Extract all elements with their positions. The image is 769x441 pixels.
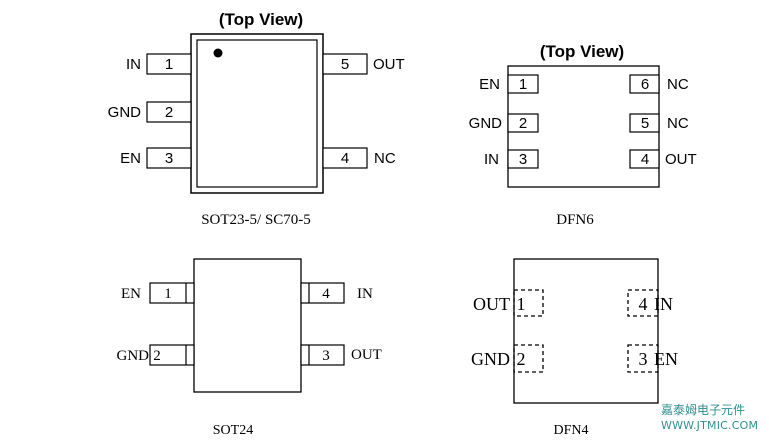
pin-name: GND xyxy=(469,115,503,132)
pin-name: IN xyxy=(484,151,499,168)
pin-name: OUT xyxy=(665,151,697,168)
dfn6-pin-2: 2 GND xyxy=(469,113,539,133)
pin-name: GND xyxy=(117,348,150,364)
sot24-pin-3: 3 OUT xyxy=(300,344,382,366)
pin-name: GND xyxy=(471,349,510,369)
sot23-pin-1: 1 IN xyxy=(126,53,192,75)
pin-pad xyxy=(322,147,368,169)
sot23-package: (Top View) 1 IN 2 GND 3 EN 5 OUT 4 xyxy=(108,10,405,228)
pin-name: OUT xyxy=(351,347,382,363)
dfn4-package: 1 OUT 2 GND 4 IN 3 EN DFN4 xyxy=(471,258,678,438)
sot24-pin-4: 4 IN xyxy=(300,282,373,304)
dfn6-package: (Top View) 1 EN 2 GND 3 IN 6 NC 5 NC xyxy=(469,42,697,228)
dfn6-view-label: (Top View) xyxy=(540,42,624,61)
pin-name: NC xyxy=(667,76,689,93)
pin-name: IN xyxy=(357,286,373,302)
pin-number: 3 xyxy=(165,150,173,167)
pin-pad xyxy=(513,289,544,317)
pin-pad xyxy=(300,344,345,366)
watermark-url: WWW.JTMIC.COM xyxy=(661,419,759,432)
pin-number: 6 xyxy=(641,76,649,93)
pin-pad xyxy=(507,74,539,94)
pin-number: 2 xyxy=(519,115,527,132)
sot23-pin-5: 5 OUT xyxy=(322,53,405,75)
pin-name: OUT xyxy=(373,56,405,73)
pin-number: 1 xyxy=(165,56,173,73)
pin-number: 1 xyxy=(517,294,526,314)
sot23-caption: SOT23-5/ SC70-5 xyxy=(201,212,311,228)
pin-number: 5 xyxy=(641,115,649,132)
pin-pad xyxy=(149,344,195,366)
pin-pad xyxy=(629,74,660,94)
pin-name: OUT xyxy=(473,294,510,314)
pin-name: EN xyxy=(654,349,678,369)
sot23-pin-3: 3 EN xyxy=(120,147,192,169)
pin-name: NC xyxy=(374,150,396,167)
dfn6-pin-4: 4 OUT xyxy=(629,149,697,169)
pin-number: 1 xyxy=(164,286,172,302)
dfn6-caption: DFN6 xyxy=(556,212,594,228)
pin-number: 4 xyxy=(322,286,330,302)
pin-name: EN xyxy=(120,150,141,167)
sot23-view-label: (Top View) xyxy=(219,10,303,29)
pin-number: 3 xyxy=(639,349,648,369)
pin-number: 3 xyxy=(322,348,330,364)
pin-pad xyxy=(146,101,192,123)
pin-number: 5 xyxy=(341,56,349,73)
pin-name: GND xyxy=(108,104,142,121)
dfn4-pin-2: 2 GND xyxy=(471,344,544,373)
dfn4-pin-3: 3 EN xyxy=(627,344,678,373)
pin-pad xyxy=(322,53,368,75)
pin-name: IN xyxy=(126,56,141,73)
sot24-body xyxy=(193,258,302,393)
pin-number: 4 xyxy=(639,294,648,314)
pin-name: NC xyxy=(667,115,689,132)
pin-number: 1 xyxy=(519,76,527,93)
dfn6-pin-6: 6 NC xyxy=(629,74,689,94)
pin-number: 2 xyxy=(153,348,161,364)
dfn6-pin-1: 1 EN xyxy=(479,74,539,94)
pin-pad xyxy=(513,344,544,373)
sot23-pin-4: 4 NC xyxy=(322,147,396,169)
watermark-cn: 嘉泰姆电子元件 xyxy=(661,403,746,417)
pin-pad xyxy=(627,344,659,373)
dfn6-pin-5: 5 NC xyxy=(629,113,689,133)
pin-pad xyxy=(146,147,192,169)
sot24-package: 1 EN 2 GND 4 IN 3 OUT SOT24 xyxy=(117,258,382,438)
dfn4-pin-4: 4 IN xyxy=(627,289,673,317)
pin-pad xyxy=(507,149,539,169)
dfn6-pin-3: 3 IN xyxy=(484,149,539,169)
pin-pad xyxy=(146,53,192,75)
sot24-pin-2: 2 GND xyxy=(117,344,195,366)
pin-pad xyxy=(629,113,660,133)
pin-number: 2 xyxy=(165,104,173,121)
sot23-body-inner xyxy=(196,39,318,188)
pin-number: 2 xyxy=(517,349,526,369)
pin-pad xyxy=(629,149,660,169)
pin-name: IN xyxy=(654,294,673,314)
sot24-pin-1: 1 EN xyxy=(121,282,195,304)
pin-number: 3 xyxy=(519,151,527,168)
pin-name: EN xyxy=(121,286,141,302)
pin-pad xyxy=(507,113,539,133)
pin1-marker-dot xyxy=(213,48,223,58)
sot24-caption: SOT24 xyxy=(213,423,253,438)
pin-number: 4 xyxy=(341,150,349,167)
pin-pad xyxy=(627,289,659,317)
sot23-body-outer xyxy=(190,33,324,194)
dfn4-body xyxy=(513,258,659,404)
pin-name: EN xyxy=(479,76,500,93)
dfn4-caption: DFN4 xyxy=(553,423,588,438)
sot23-pin-2: 2 GND xyxy=(108,101,192,123)
pin-pad xyxy=(149,282,195,304)
dfn4-pin-1: 1 OUT xyxy=(473,289,544,317)
pin-number: 4 xyxy=(641,151,649,168)
pin-pad xyxy=(300,282,345,304)
